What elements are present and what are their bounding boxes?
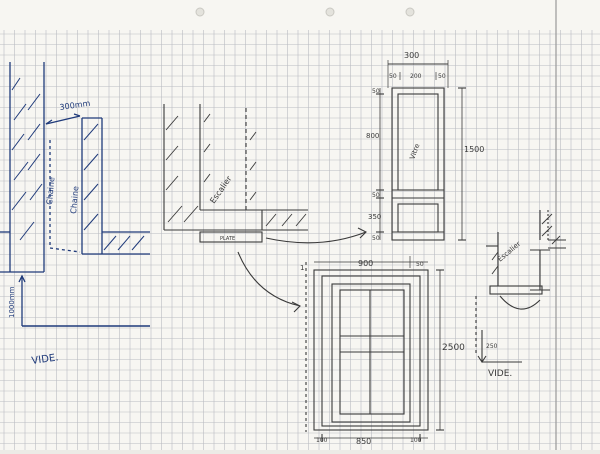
grid-lines — [0, 30, 600, 450]
left-wall-label-1: Chaine — [45, 177, 56, 206]
window-height-total: 1500 — [464, 145, 484, 154]
window-height-50-mid: 50 — [372, 192, 380, 199]
window-height-50-top: 50 — [372, 88, 380, 95]
door-height-total: 2500 — [442, 343, 465, 353]
right-dim-label: 250 — [486, 343, 498, 350]
window-width-part-right: 50 — [438, 73, 446, 80]
door-bottom-dim-right: 100 — [410, 437, 422, 444]
door-bottom-dim-850: 850 — [356, 437, 371, 446]
window-height-800: 800 — [366, 132, 379, 140]
punch-hole — [405, 7, 415, 17]
pier-hatching — [83, 123, 145, 251]
left-wall-section-sketch — [0, 62, 150, 327]
middle-plate-label: PLATE — [220, 236, 235, 242]
door-marker: 1 — [300, 264, 304, 272]
right-stair-section-sketch — [475, 210, 566, 363]
window-height-50-bottom: 50 — [372, 235, 380, 242]
left-dim-bottom: 1000mm — [8, 286, 16, 318]
door-top-dim-50: 50 — [416, 261, 424, 268]
wall-hatching — [11, 77, 43, 241]
door-bottom-dim-left: 100 — [316, 437, 328, 444]
window-width-part-mid: 200 — [410, 73, 422, 80]
stair-hatching — [165, 113, 307, 227]
window-width-part-left: 50 — [389, 73, 397, 80]
left-dim-top: 300mm — [59, 99, 91, 112]
window-width-total: 300 — [404, 51, 419, 60]
right-hatching — [541, 213, 561, 245]
door-top-dim-900: 900 — [358, 259, 373, 268]
left-wall-label-2: Chaine — [69, 186, 80, 215]
right-void-label: VIDE. — [488, 369, 512, 379]
punch-hole — [195, 7, 205, 17]
middle-stair-section-sketch — [163, 104, 367, 313]
punch-hole — [325, 7, 335, 17]
left-void-label: VIDE. — [31, 352, 59, 367]
window-elevation-sketch — [376, 60, 466, 241]
door-elevation-sketch — [305, 256, 444, 442]
window-height-350: 350 — [368, 213, 381, 221]
